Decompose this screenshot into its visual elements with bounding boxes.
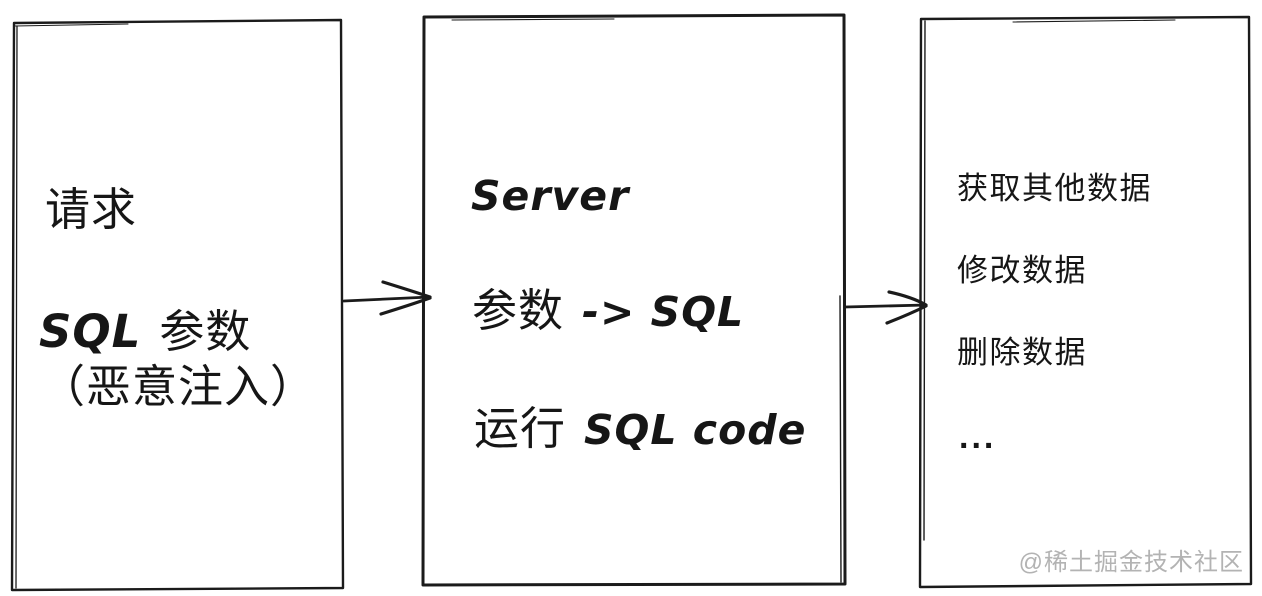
request-box-sketch-accent-top xyxy=(14,23,129,27)
sql-param-en: SQL xyxy=(39,305,142,358)
arrow-head-lower xyxy=(885,304,928,325)
arrow-head-lower xyxy=(379,296,432,316)
run-sql-zh: 运行 xyxy=(474,403,567,454)
arrow-head-upper xyxy=(381,280,432,299)
injection-label: （恶意注入） xyxy=(40,361,317,412)
server-box-outline xyxy=(421,13,847,587)
result-box-sketch-accent-left xyxy=(923,20,926,541)
request-box-sketch-accent-left xyxy=(15,25,18,589)
server-label: Server xyxy=(471,172,630,220)
arrow-head-upper xyxy=(887,290,928,307)
param-to-sql-label: 参数 -> SQL xyxy=(472,288,744,333)
delete-data-label: 删除数据 xyxy=(957,335,1087,370)
request-box-outline xyxy=(10,18,345,592)
result-box-sketch-accent-top xyxy=(1012,19,1176,23)
fetch-data-label: 获取其他数据 xyxy=(957,171,1152,206)
ellipsis-label: ... xyxy=(959,418,997,456)
server-box-sketch-accent-top xyxy=(451,18,615,21)
arrow-request-to-server-icon xyxy=(342,280,432,316)
run-sql-en: SQL code xyxy=(584,406,807,454)
result-box-outline xyxy=(918,15,1253,589)
modify-data-label: 修改数据 xyxy=(957,253,1087,288)
param-to-sql-zh: 参数 xyxy=(472,285,565,336)
run-sql-label: 运行 SQL code xyxy=(474,406,806,451)
arrow-server-to-result-icon xyxy=(843,290,928,325)
arrow-shaft xyxy=(843,303,928,309)
arrow-shaft xyxy=(342,295,432,303)
watermark: @稀土掘金技术社区 xyxy=(1018,549,1244,576)
request-label: 请求 xyxy=(45,184,138,235)
server-box-sketch-accent-right xyxy=(839,295,842,583)
sql-param-zh: 参数 xyxy=(159,306,252,357)
param-to-sql-en: -> SQL xyxy=(582,288,745,336)
